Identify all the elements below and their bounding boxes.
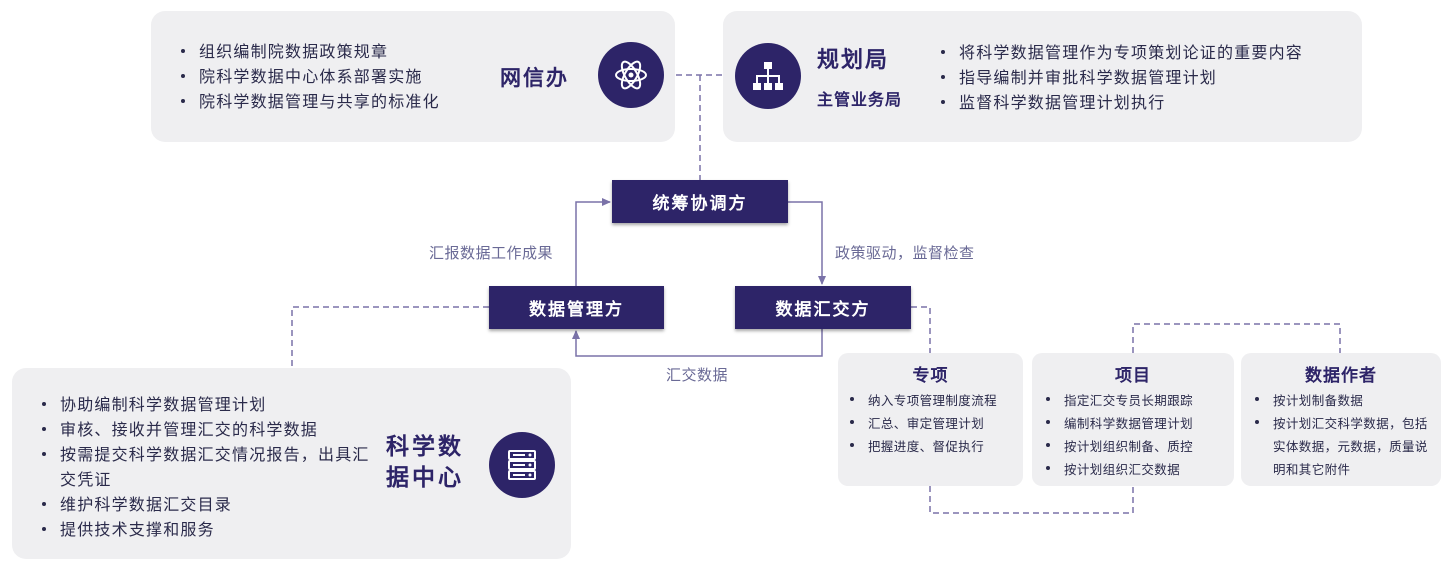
- submitter-group-title: 数据作者: [1305, 366, 1377, 386]
- list-item: 将科学数据管理作为专项策划论证的重要内容: [937, 40, 1303, 65]
- guihuaju-panel: 规划局 主管业务局 将科学数据管理作为专项策划论证的重要内容 指导编制并审批科学…: [723, 11, 1362, 142]
- submitter-group-items: 指定汇交专员长期跟踪 编制科学数据管理计划 按计划组织制备、质控 按计划组织汇交…: [1042, 389, 1230, 481]
- manager-node: 数据管理方: [489, 286, 664, 329]
- list-item: 院科学数据管理与共享的标准化: [177, 89, 440, 114]
- submitter-group-items: 纳入专项管理制度流程 汇总、审定管理计划 把握进度、督促执行: [846, 389, 1018, 458]
- list-item: 提供技术支撑和服务: [38, 517, 374, 542]
- wangxinban-icon-circle: [598, 42, 664, 108]
- flow-label-submit: 汇交数据: [666, 366, 729, 384]
- list-item: 按计划组织汇交数据: [1042, 458, 1230, 481]
- guihuaju-icon-circle: [735, 43, 801, 109]
- flow-label-policy: 政策驱动，监督检查: [835, 244, 975, 262]
- data-center-title-line2: 据中心: [386, 465, 464, 491]
- link-project-author: [1132, 323, 1341, 353]
- list-item: 组织编制院数据政策规章: [177, 39, 440, 64]
- list-item: 把握进度、督促执行: [846, 435, 1018, 458]
- data-center-duties: 协助编制科学数据管理计划 审核、接收并管理汇交的科学数据 按需提交科学数据汇交情…: [38, 392, 374, 542]
- list-item: 审核、接收并管理汇交的科学数据: [38, 417, 374, 442]
- flow-label-report: 汇报数据工作成果: [429, 244, 554, 262]
- server-icon: [508, 450, 536, 480]
- submitter-group-project: 项目 指定汇交专员长期跟踪 编制科学数据管理计划 按计划组织制备、质控 按计划组…: [1032, 353, 1234, 486]
- org-chart-icon: [753, 62, 783, 90]
- data-center-panel: 协助编制科学数据管理计划 审核、接收并管理汇交的科学数据 按需提交科学数据汇交情…: [12, 368, 571, 559]
- link-special-project: [929, 486, 1134, 514]
- data-center-title-line1: 科学数: [386, 434, 464, 460]
- arrow-submit: [572, 329, 823, 357]
- wangxinban-duties: 组织编制院数据政策规章 院科学数据中心体系部署实施 院科学数据管理与共享的标准化: [177, 39, 440, 114]
- list-item: 按计划汇交科学数据，包括实体数据，元数据，质量说明和其它附件: [1251, 412, 1437, 481]
- submitter-group-special: 专项 纳入专项管理制度流程 汇总、审定管理计划 把握进度、督促执行: [838, 353, 1023, 486]
- guihuaju-duties: 将科学数据管理作为专项策划论证的重要内容 指导编制并审批科学数据管理计划 监督科…: [937, 40, 1303, 115]
- list-item: 按计划组织制备、质控: [1042, 435, 1230, 458]
- flow-arrows: [572, 198, 826, 357]
- arrow-report: [575, 198, 611, 286]
- list-item: 协助编制科学数据管理计划: [38, 392, 374, 417]
- atom-icon: [615, 60, 647, 90]
- coordinator-node: 统筹协调方: [612, 180, 788, 223]
- submitter-group-title: 专项: [912, 366, 949, 386]
- list-item: 维护科学数据汇交目录: [38, 492, 374, 517]
- dashed-links: [291, 74, 1341, 514]
- submitter-group-items: 按计划制备数据 按计划汇交科学数据，包括实体数据，元数据，质量说明和其它附件: [1251, 389, 1437, 481]
- list-item: 监督科学数据管理计划执行: [937, 90, 1303, 115]
- list-item: 院科学数据中心体系部署实施: [177, 64, 440, 89]
- list-item: 指导编制并审批科学数据管理计划: [937, 65, 1303, 90]
- guihuaju-title: 规划局: [817, 48, 890, 73]
- wangxinban-title: 网信办: [500, 66, 569, 90]
- link-manager-datacenter: [291, 306, 489, 368]
- guihuaju-subtitle: 主管业务局: [817, 90, 903, 109]
- link-submitter-groups: [911, 306, 931, 353]
- data-center-title: 科学数 据中心: [386, 432, 464, 494]
- data-center-icon-circle: [489, 432, 555, 498]
- submitter-group-title: 项目: [1115, 366, 1151, 386]
- list-item: 按计划制备数据: [1251, 389, 1437, 412]
- arrow-policy: [788, 201, 826, 285]
- list-item: 指定汇交专员长期跟踪: [1042, 389, 1230, 412]
- list-item: 汇总、审定管理计划: [846, 412, 1018, 435]
- list-item: 按需提交科学数据汇交情况报告，出具汇交凭证: [38, 442, 374, 492]
- list-item: 编制科学数据管理计划: [1042, 412, 1230, 435]
- submitter-group-author: 数据作者 按计划制备数据 按计划汇交科学数据，包括实体数据，元数据，质量说明和其…: [1241, 353, 1441, 486]
- list-item: 纳入专项管理制度流程: [846, 389, 1018, 412]
- submitter-node: 数据汇交方: [735, 286, 911, 329]
- wangxinban-panel: 组织编制院数据政策规章 院科学数据中心体系部署实施 院科学数据管理与共享的标准化…: [151, 11, 675, 142]
